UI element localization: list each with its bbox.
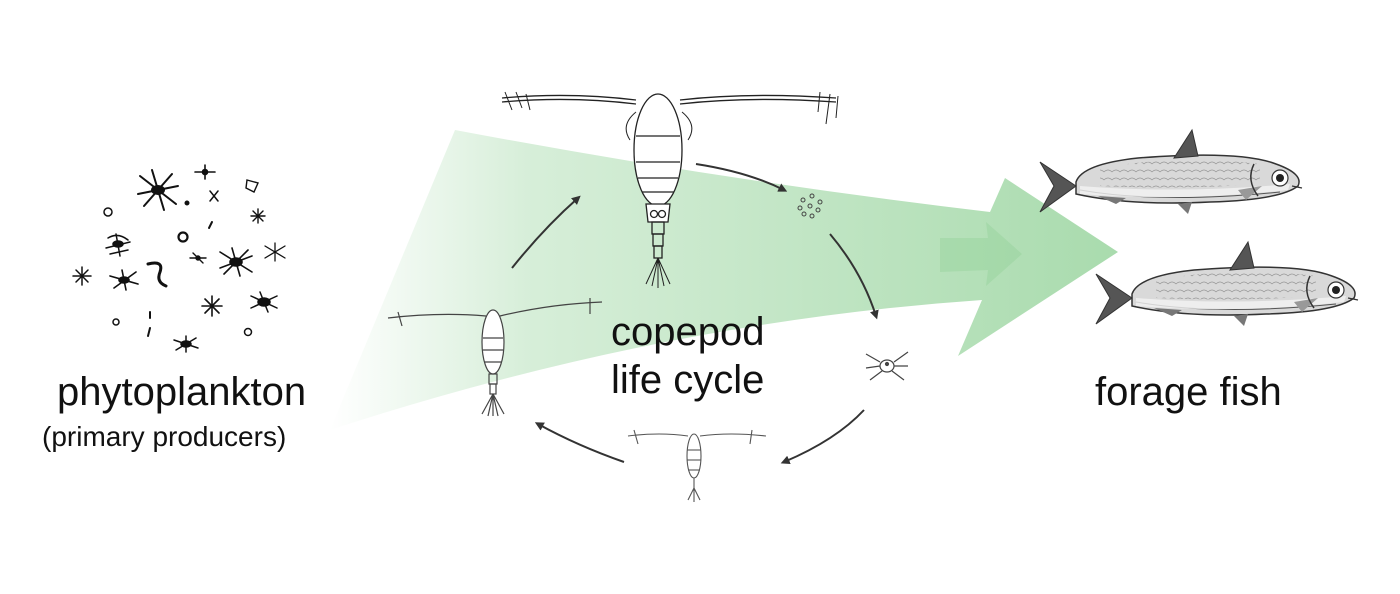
cycle-arrow-copepodite-to-juvenile <box>534 422 625 463</box>
phytoplankton-cluster-icon <box>72 164 286 353</box>
juvenile-copepod-icon <box>387 298 603 417</box>
energy-flow-arrow <box>330 130 1118 430</box>
forage-fish-top-icon <box>1039 128 1303 214</box>
forage-fish-label: forage fish <box>1095 370 1282 414</box>
copepod-label-line2: life cycle <box>611 358 765 402</box>
phytoplankton-sublabel: (primary producers) <box>42 421 287 452</box>
cycle-arrow-nauplius-to-copepodite <box>780 409 865 465</box>
phytoplankton-label: phytoplankton <box>57 370 307 414</box>
cycle-arrow-adult-to-eggs <box>695 163 788 192</box>
energy-flow-arrow-echo <box>940 222 1022 286</box>
cycle-arrow-eggs-to-nauplius <box>829 233 879 320</box>
copepod-label-line1: copepod <box>611 310 765 354</box>
copepod-cycle-arrows <box>511 163 879 465</box>
copepod-adult-icon <box>501 91 839 288</box>
forage-fish-bottom-icon <box>1095 240 1359 326</box>
egg-cluster-icon <box>797 193 823 219</box>
copepodite-stage-icon <box>627 429 767 502</box>
cycle-arrow-juvenile-to-adult <box>511 195 581 269</box>
nauplius-larva-icon <box>865 351 909 381</box>
